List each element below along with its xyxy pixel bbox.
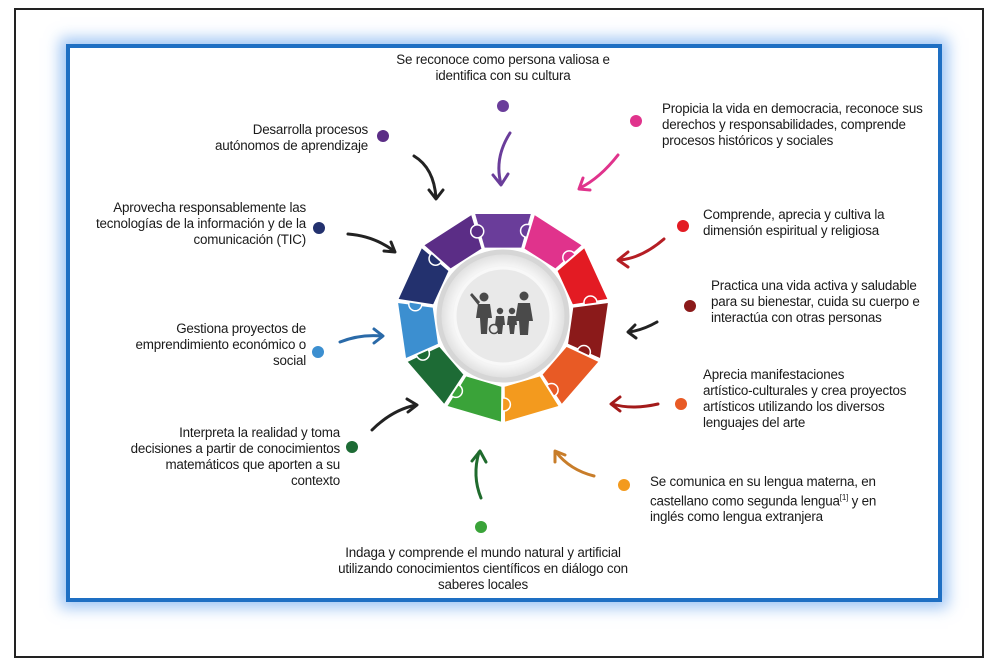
dot-art bbox=[675, 398, 687, 410]
label-language-tail: y en inglés como lengua extranjera bbox=[650, 493, 877, 525]
label-tic: Aprovecha responsablemente las tecnologí… bbox=[96, 200, 306, 247]
arrow-science bbox=[470, 449, 488, 500]
label-entrepreneurship: Gestiona proyectos de emprendimiento eco… bbox=[135, 321, 307, 368]
arrow-art bbox=[609, 395, 660, 413]
footnote-ref: [1] bbox=[839, 493, 849, 502]
dot-entrepreneurship bbox=[312, 346, 324, 358]
puzzle-tab-autonomous bbox=[469, 224, 485, 239]
family-silhouette-icon bbox=[470, 291, 533, 335]
dot-tic bbox=[313, 222, 325, 234]
arrow-language bbox=[553, 449, 596, 478]
label-top: Se reconoce como persona valiosa e ident… bbox=[396, 52, 610, 83]
arrow-math bbox=[370, 397, 419, 432]
label-language: Se comunica en su lengua materna, en cas… bbox=[650, 474, 900, 525]
label-spiritual: Comprende, aprecia y cultiva la dimensió… bbox=[703, 207, 885, 238]
arrow-democracy bbox=[577, 153, 620, 192]
arrow-autonomous bbox=[412, 154, 445, 201]
label-science: Indaga y comprende el mundo natural y ar… bbox=[338, 545, 628, 592]
arrow-spiritual bbox=[616, 237, 666, 269]
puzzle-piece-entrepreneurship bbox=[395, 300, 441, 361]
page-border bbox=[14, 8, 984, 658]
puzzle-piece-autonomous bbox=[421, 212, 484, 271]
arrow-entrepreneurship bbox=[338, 327, 385, 345]
label-language-main: Se comunica en su lengua materna, en cas… bbox=[650, 474, 876, 509]
label-autonomous: Desarrolla procesos autónomos de aprendi… bbox=[214, 122, 368, 153]
label-math: Interpreta la realidad y toma decisiones… bbox=[130, 425, 341, 488]
puzzle-ring bbox=[395, 212, 611, 425]
puzzle-piece-spiritual bbox=[555, 245, 611, 307]
puzzle-piece-healthy bbox=[565, 300, 611, 361]
arrow-healthy bbox=[626, 320, 659, 340]
puzzle-piece-math bbox=[404, 344, 466, 408]
dot-math bbox=[346, 441, 358, 453]
dot-spiritual bbox=[677, 220, 689, 232]
dot-science bbox=[475, 521, 487, 533]
dot-democracy bbox=[630, 115, 642, 127]
label-democracy: Propicia la vida en democracia, reconoce… bbox=[662, 101, 923, 148]
dot-autonomous bbox=[377, 130, 389, 142]
arrow-top bbox=[491, 131, 512, 187]
arrow-tic bbox=[346, 232, 397, 254]
label-art: Aprecia manifestaciones artístico-cultur… bbox=[703, 367, 907, 430]
puzzle-piece-language bbox=[502, 374, 562, 425]
label-healthy: Practica una vida activa y saludable par… bbox=[711, 278, 920, 325]
dot-language bbox=[618, 479, 630, 491]
dot-healthy bbox=[684, 300, 696, 312]
dot-top bbox=[497, 100, 509, 112]
diagram-frame bbox=[66, 44, 942, 602]
